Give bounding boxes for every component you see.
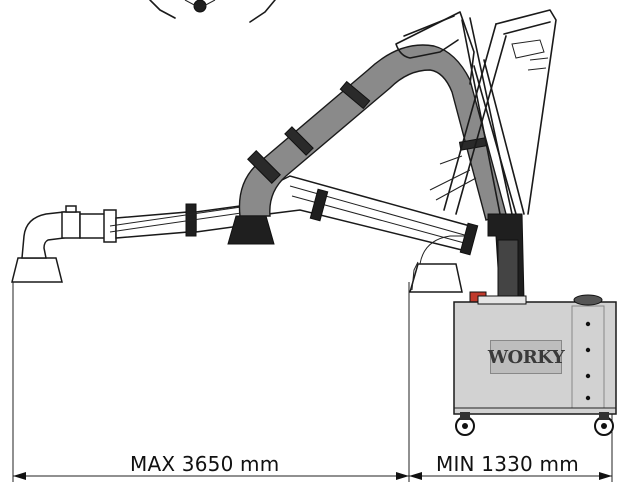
raised-arm-hose: [238, 11, 513, 221]
min-reach-label: MIN 1330 mm: [436, 452, 579, 476]
worky-logo: WORKY: [487, 340, 565, 374]
max-reach-label: MAX 3650 mm: [130, 452, 280, 476]
folded-arm-outline: [409, 9, 557, 293]
mast: [469, 213, 525, 303]
dimension-lines: [12, 282, 613, 482]
worky-logo-text: WORKY: [487, 346, 565, 368]
extended-arm: [11, 175, 479, 283]
top-partial-hood: [149, 0, 276, 23]
